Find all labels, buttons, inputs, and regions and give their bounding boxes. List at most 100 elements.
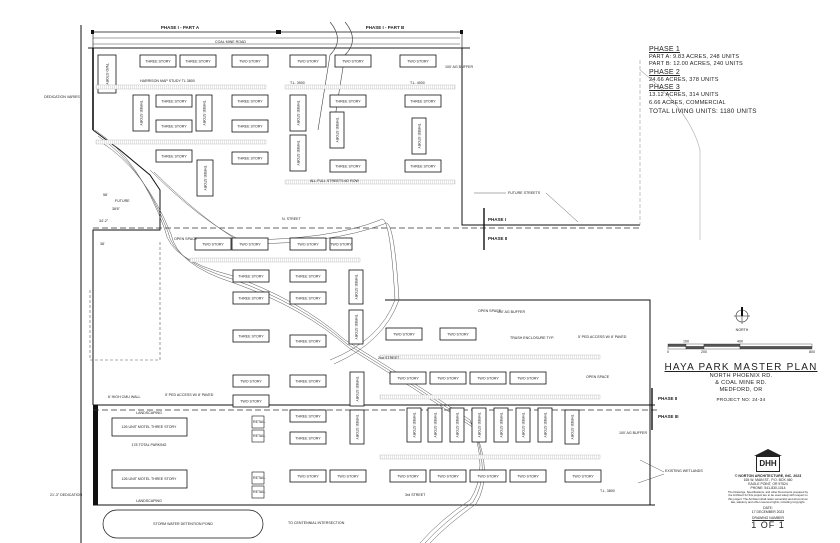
building-label: TWO STORY bbox=[437, 376, 459, 380]
title-line-3: MEDFORD, OR bbox=[719, 387, 763, 393]
building-label: THREE STORY bbox=[417, 123, 421, 149]
creek-channel bbox=[94, 129, 485, 543]
three-story-building bbox=[537, 407, 553, 443]
building-label: THREE STORY bbox=[238, 296, 264, 300]
scale-segment bbox=[703, 346, 741, 350]
parking-row bbox=[284, 179, 456, 185]
parking-row bbox=[95, 139, 267, 145]
ped-access-label-2: 5' PED ACCESS W/ 8' PAVED bbox=[165, 393, 214, 397]
building-label: TWO STORY bbox=[447, 332, 469, 336]
dedication-varies-label: DEDICATION VARIES bbox=[44, 95, 80, 99]
two-story-building bbox=[289, 54, 327, 68]
firm-phone: PHONE: 541-830-1014 bbox=[750, 486, 786, 490]
three-story-building bbox=[493, 407, 509, 443]
dim-34-2-label: 34'-2" bbox=[99, 219, 109, 223]
parking-row bbox=[379, 354, 601, 360]
dim-58-label: 58' bbox=[103, 193, 108, 197]
building-label: THREE STORY bbox=[238, 334, 264, 338]
building-label: THREE STORY bbox=[295, 414, 321, 418]
three-story-building bbox=[155, 149, 193, 163]
three-story-building bbox=[404, 159, 442, 173]
open-space-label-1: OPEN SPACE bbox=[478, 309, 502, 313]
two-story-building bbox=[429, 469, 467, 483]
building-label: THREE STORY bbox=[570, 414, 574, 440]
tl-4000-label: T.L. 4000 bbox=[410, 81, 425, 85]
building-label: THREE STORY bbox=[237, 124, 263, 128]
two-story-building bbox=[469, 371, 507, 385]
building-label: TWO STORY bbox=[477, 376, 499, 380]
landscaping-north-label: LANDSCAPING bbox=[136, 411, 162, 415]
building-label: TWO STORY bbox=[240, 379, 262, 383]
north-arrow: NORTH bbox=[734, 307, 750, 332]
ag-buffer-label-2: 100' AG BUFFER bbox=[497, 310, 525, 314]
legend-phase1-title: PHASE 1 bbox=[649, 46, 680, 53]
two-story-building bbox=[334, 54, 372, 68]
building-label: THREE STORY bbox=[296, 140, 300, 166]
building-label: THREE STORY bbox=[161, 99, 187, 103]
parking-row bbox=[284, 84, 456, 90]
future-label: FUTURE bbox=[115, 199, 130, 203]
phase-marker-2-below: PHASE III bbox=[658, 414, 679, 419]
retail-label-3: RETAIL bbox=[253, 476, 265, 480]
phase-i-part-b-label: PHASE I - PART B bbox=[366, 25, 405, 30]
three-story-building bbox=[411, 117, 427, 155]
building-label: TWO STORY bbox=[239, 242, 261, 246]
copyright-note: The Drawings, Specifications, and other … bbox=[727, 490, 809, 505]
two-story-building bbox=[289, 237, 327, 251]
two-story-building bbox=[564, 469, 602, 483]
three-story-building bbox=[232, 291, 270, 305]
scale-tick-label: 100 bbox=[683, 340, 689, 344]
coal-mine-road: COAL MINE ROAD bbox=[88, 21, 470, 131]
scale-tick-label: 0 bbox=[667, 350, 669, 354]
detention-pond-label: STORM WATER DETENTION POND bbox=[153, 522, 213, 526]
building-label: THREE STORY bbox=[412, 412, 416, 438]
building-label: TWO STORY bbox=[240, 399, 262, 403]
three-story-building bbox=[349, 409, 365, 445]
building-label: TWO STORY bbox=[297, 474, 319, 478]
three-story-building bbox=[155, 94, 193, 108]
building-label: THREE STORY bbox=[521, 412, 525, 438]
two-story-building bbox=[389, 469, 427, 483]
two-story-building bbox=[289, 469, 327, 483]
retail-label-4: RETAIL bbox=[253, 490, 265, 494]
building-label: TWO STORY bbox=[297, 242, 319, 246]
legend-total: TOTAL LIVING UNITS: 1180 UNITS bbox=[649, 108, 757, 116]
building-label: TWO STORY bbox=[202, 242, 224, 246]
title-line-1: NORTH PHOENIX RD. bbox=[709, 373, 773, 379]
building-label: THREE STORY bbox=[295, 436, 321, 440]
date-label: DATE: bbox=[763, 505, 773, 510]
scale-tick-label: 200 bbox=[701, 350, 707, 354]
building-label: THREE STORY bbox=[335, 164, 361, 168]
building-label: THREE STORY bbox=[543, 412, 547, 438]
legend-phase1-part-a: PART A: 9.83 ACRES, 248 UNITS bbox=[649, 54, 740, 60]
phase-legend: PHASE 1 PART A: 9.83 ACRES, 248 UNITS PA… bbox=[649, 46, 829, 115]
building-label: THREE STORY bbox=[410, 99, 436, 103]
three-story-building bbox=[406, 407, 422, 443]
two-story-building bbox=[232, 394, 270, 408]
north-label: NORTH bbox=[736, 328, 749, 332]
dim-38-label: 38' bbox=[100, 242, 105, 246]
building-label: THREE STORY bbox=[354, 314, 358, 340]
drawing-date: 17 DECEMBER 2023 bbox=[751, 509, 785, 514]
scale-tick-label: 400 bbox=[737, 340, 743, 344]
firm-address-1: 165 W. MAIN ST., P.O. BOX 460 bbox=[743, 478, 793, 482]
building-label: THREE STORY bbox=[237, 99, 263, 103]
building-label: TWO STORY bbox=[105, 63, 109, 85]
three-story-building bbox=[179, 54, 217, 68]
landscaping-south-label: LANDSCAPING bbox=[136, 499, 162, 503]
building-label: TWO STORY bbox=[393, 332, 415, 336]
building-label: THREE STORY bbox=[237, 156, 263, 160]
building-label: THREE STORY bbox=[355, 414, 359, 440]
ag-buffer-label-1: 100' AG BUFFER bbox=[445, 65, 473, 69]
three-story-building bbox=[232, 329, 270, 343]
scale-segment bbox=[739, 346, 813, 350]
parking-row bbox=[379, 454, 601, 460]
ped-access-label-1: 5' PED ACCESS W/ 8' PAVED bbox=[578, 335, 627, 339]
building-label: THREE STORY bbox=[355, 376, 359, 402]
three-story-building bbox=[231, 151, 269, 165]
three-story-building bbox=[348, 309, 364, 345]
retail-label-1: RETAIL bbox=[253, 420, 265, 424]
three-story-building bbox=[155, 119, 193, 133]
building-label: THREE STORY bbox=[161, 154, 187, 158]
